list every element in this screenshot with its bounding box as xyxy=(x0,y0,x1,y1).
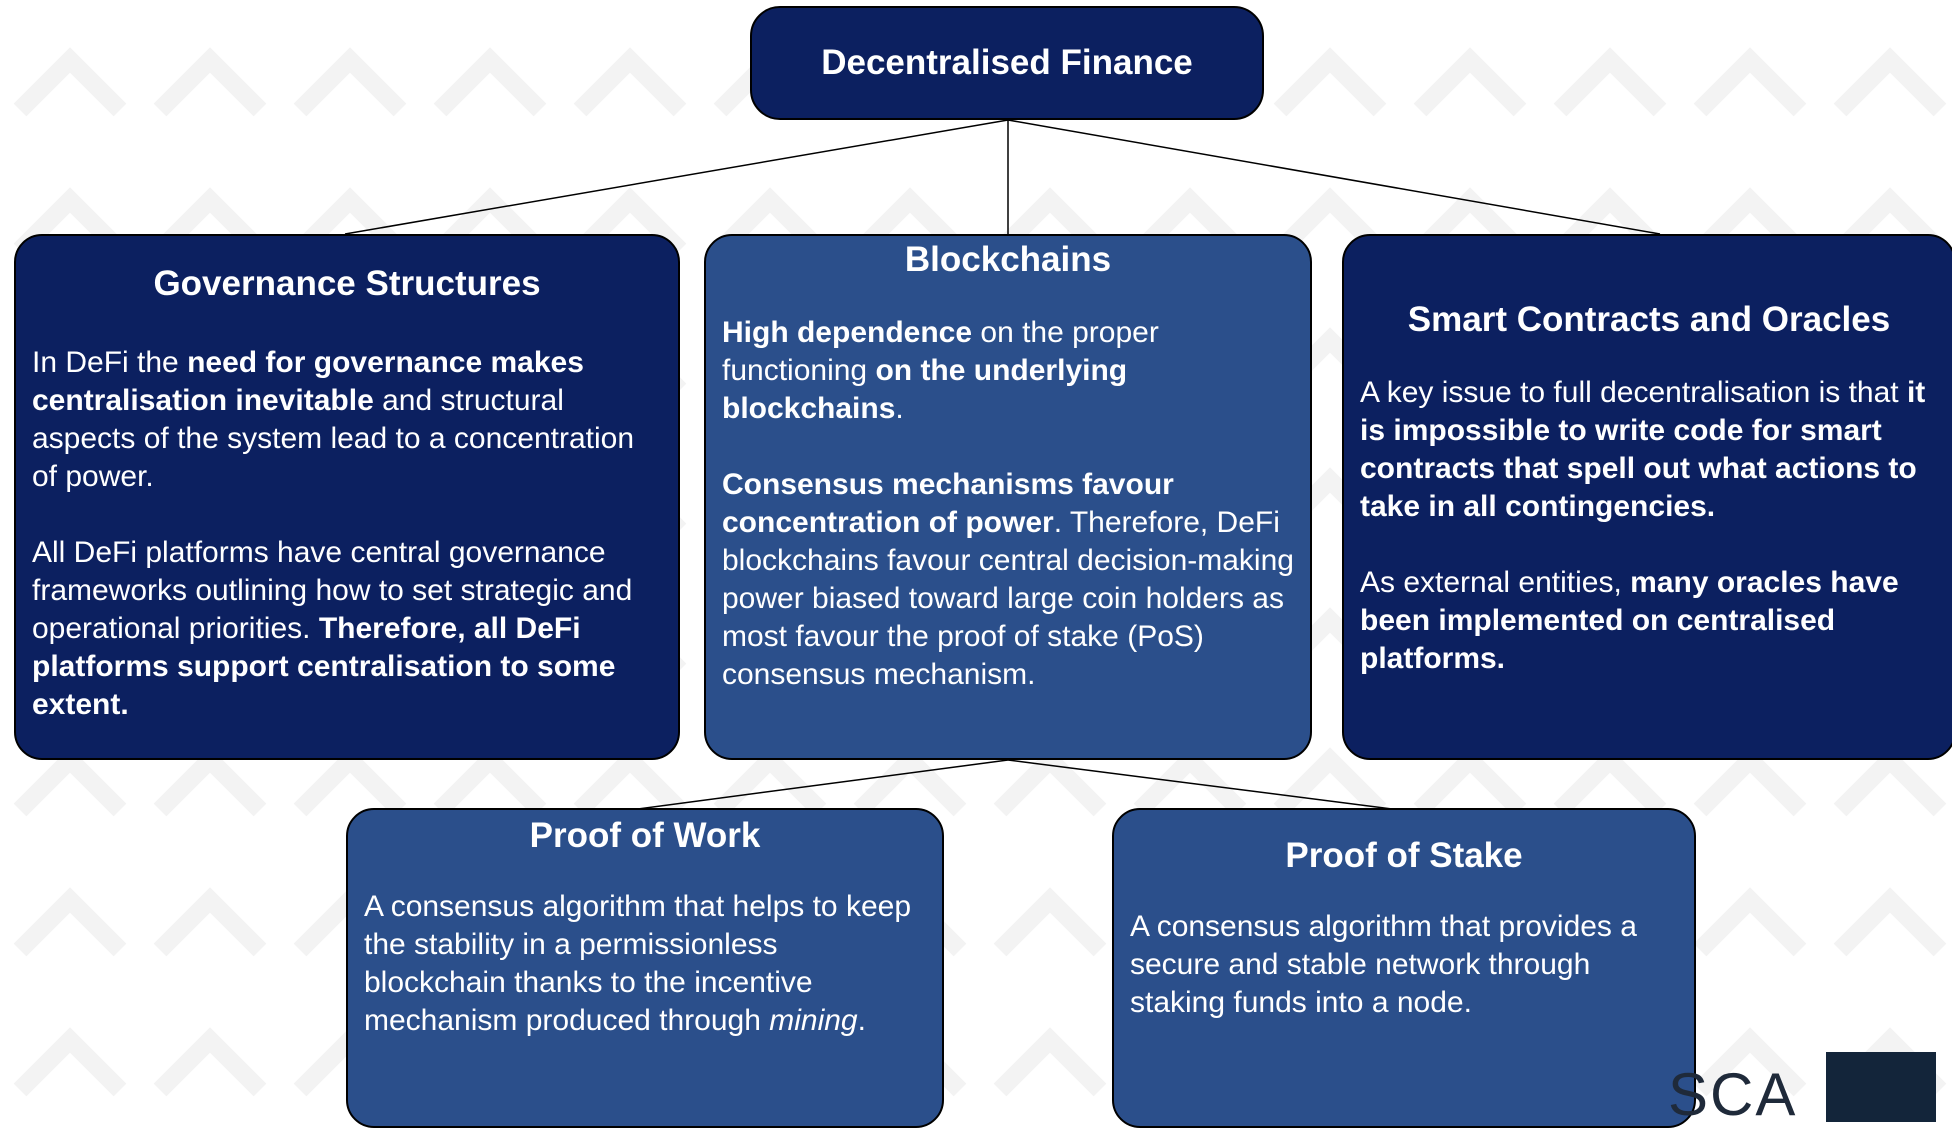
blockchains-paragraph-2: Consensus mechanisms favour concentratio… xyxy=(722,466,1294,694)
smart-contracts-title: Smart Contracts and Oracles xyxy=(1407,300,1891,339)
proof-of-stake-title: Proof of Stake xyxy=(1285,836,1523,875)
text-run: on the underlying blockchains xyxy=(722,354,1128,426)
logo-text: SCA xyxy=(1668,1061,1798,1128)
text-run: Consensus mechanisms favour concentratio… xyxy=(722,468,1174,540)
blockchains-title: Blockchains xyxy=(904,240,1112,279)
text-run: As external entities, xyxy=(1360,566,1631,600)
governance-body: In DeFi the need for governance makes ce… xyxy=(32,344,662,724)
connector-blockchains-pos xyxy=(1007,759,1401,811)
blockchains-node: Blockchains High dependence on the prope… xyxy=(704,234,1312,760)
proof-of-work-node: Proof of Work A consensus algorithm that… xyxy=(346,808,944,1128)
governance-title: Governance Structures xyxy=(153,264,541,303)
proof-of-work-body: A consensus algorithm that helps to keep… xyxy=(364,888,926,1040)
text-run: mining xyxy=(769,1004,858,1038)
proof-of-stake-node: Proof of Stake A consensus algorithm tha… xyxy=(1112,808,1696,1128)
blockchains-body: High dependence on the proper functionin… xyxy=(722,314,1294,694)
root-title: Decentralised Finance xyxy=(821,42,1193,82)
text-run: A consensus algorithm that provides a se… xyxy=(1130,910,1637,1020)
text-run: All DeFi platforms have central governan… xyxy=(32,536,633,646)
proof-of-stake-paragraph: A consensus algorithm that provides a se… xyxy=(1130,908,1678,1022)
text-run: In DeFi the xyxy=(32,346,188,380)
connector-root-governance xyxy=(344,119,1009,235)
text-run: A key issue to full decentralisation is … xyxy=(1360,376,1907,410)
smart-contracts-node: Smart Contracts and Oracles A key issue … xyxy=(1342,234,1952,760)
text-run: many oracles have been implemented on ce… xyxy=(1360,566,1899,676)
smart-contracts-paragraph-2: As external entities, many oracles have … xyxy=(1360,564,1938,678)
text-run: High dependence xyxy=(722,316,973,350)
proof-of-stake-body: A consensus algorithm that provides a se… xyxy=(1130,908,1678,1022)
text-run: A consensus algorithm that helps to keep… xyxy=(364,890,912,1038)
logo-square xyxy=(1826,1052,1936,1122)
governance-paragraph-2: All DeFi platforms have central governan… xyxy=(32,534,662,724)
text-run: . Therefore, DeFi blockchains favour cen… xyxy=(722,506,1294,692)
text-run: need for governance makes centralisation… xyxy=(32,346,584,418)
proof-of-work-paragraph: A consensus algorithm that helps to keep… xyxy=(364,888,926,1040)
text-run: . xyxy=(857,1004,866,1038)
connector-blockchains-pow xyxy=(629,759,1009,811)
text-run: it is impossible to write code for smart… xyxy=(1360,376,1926,524)
smart-contracts-body: A key issue to full decentralisation is … xyxy=(1360,374,1938,678)
text-run: . xyxy=(895,392,904,426)
blockchains-paragraph-1: High dependence on the proper functionin… xyxy=(722,314,1294,428)
proof-of-work-title: Proof of Work xyxy=(529,816,761,855)
text-run: Therefore, all DeFi platforms support ce… xyxy=(32,612,616,722)
governance-paragraph-1: In DeFi the need for governance makes ce… xyxy=(32,344,662,496)
text-run: on the proper functioning xyxy=(722,316,1159,388)
governance-node: Governance Structures In DeFi the need f… xyxy=(14,234,680,760)
text-run: and structural aspects of the system lea… xyxy=(32,384,635,494)
root-node: Decentralised Finance xyxy=(750,6,1264,120)
smart-contracts-paragraph-1: A key issue to full decentralisation is … xyxy=(1360,374,1938,526)
connector-root-smart xyxy=(1007,119,1661,235)
